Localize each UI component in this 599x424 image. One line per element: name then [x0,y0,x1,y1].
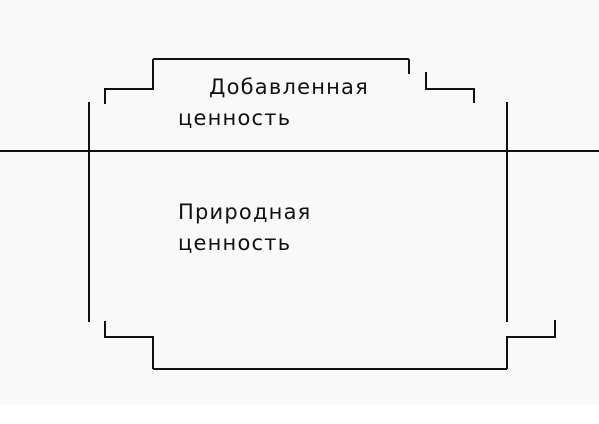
added-value-label-line1: Добавленная [209,75,369,99]
top-right-step [425,72,475,103]
bottom-left-step [104,321,154,369]
bottom-right-step [506,320,556,369]
natural-value-label-line2: ценность [178,231,292,255]
diagram-lines [0,58,599,370]
top-left-step [104,59,154,104]
diagram-canvas: Добавленная ценность Природная ценность [0,58,599,370]
added-value-label-line2: ценность [178,106,292,130]
natural-value-label-line1: Природная [178,200,312,224]
